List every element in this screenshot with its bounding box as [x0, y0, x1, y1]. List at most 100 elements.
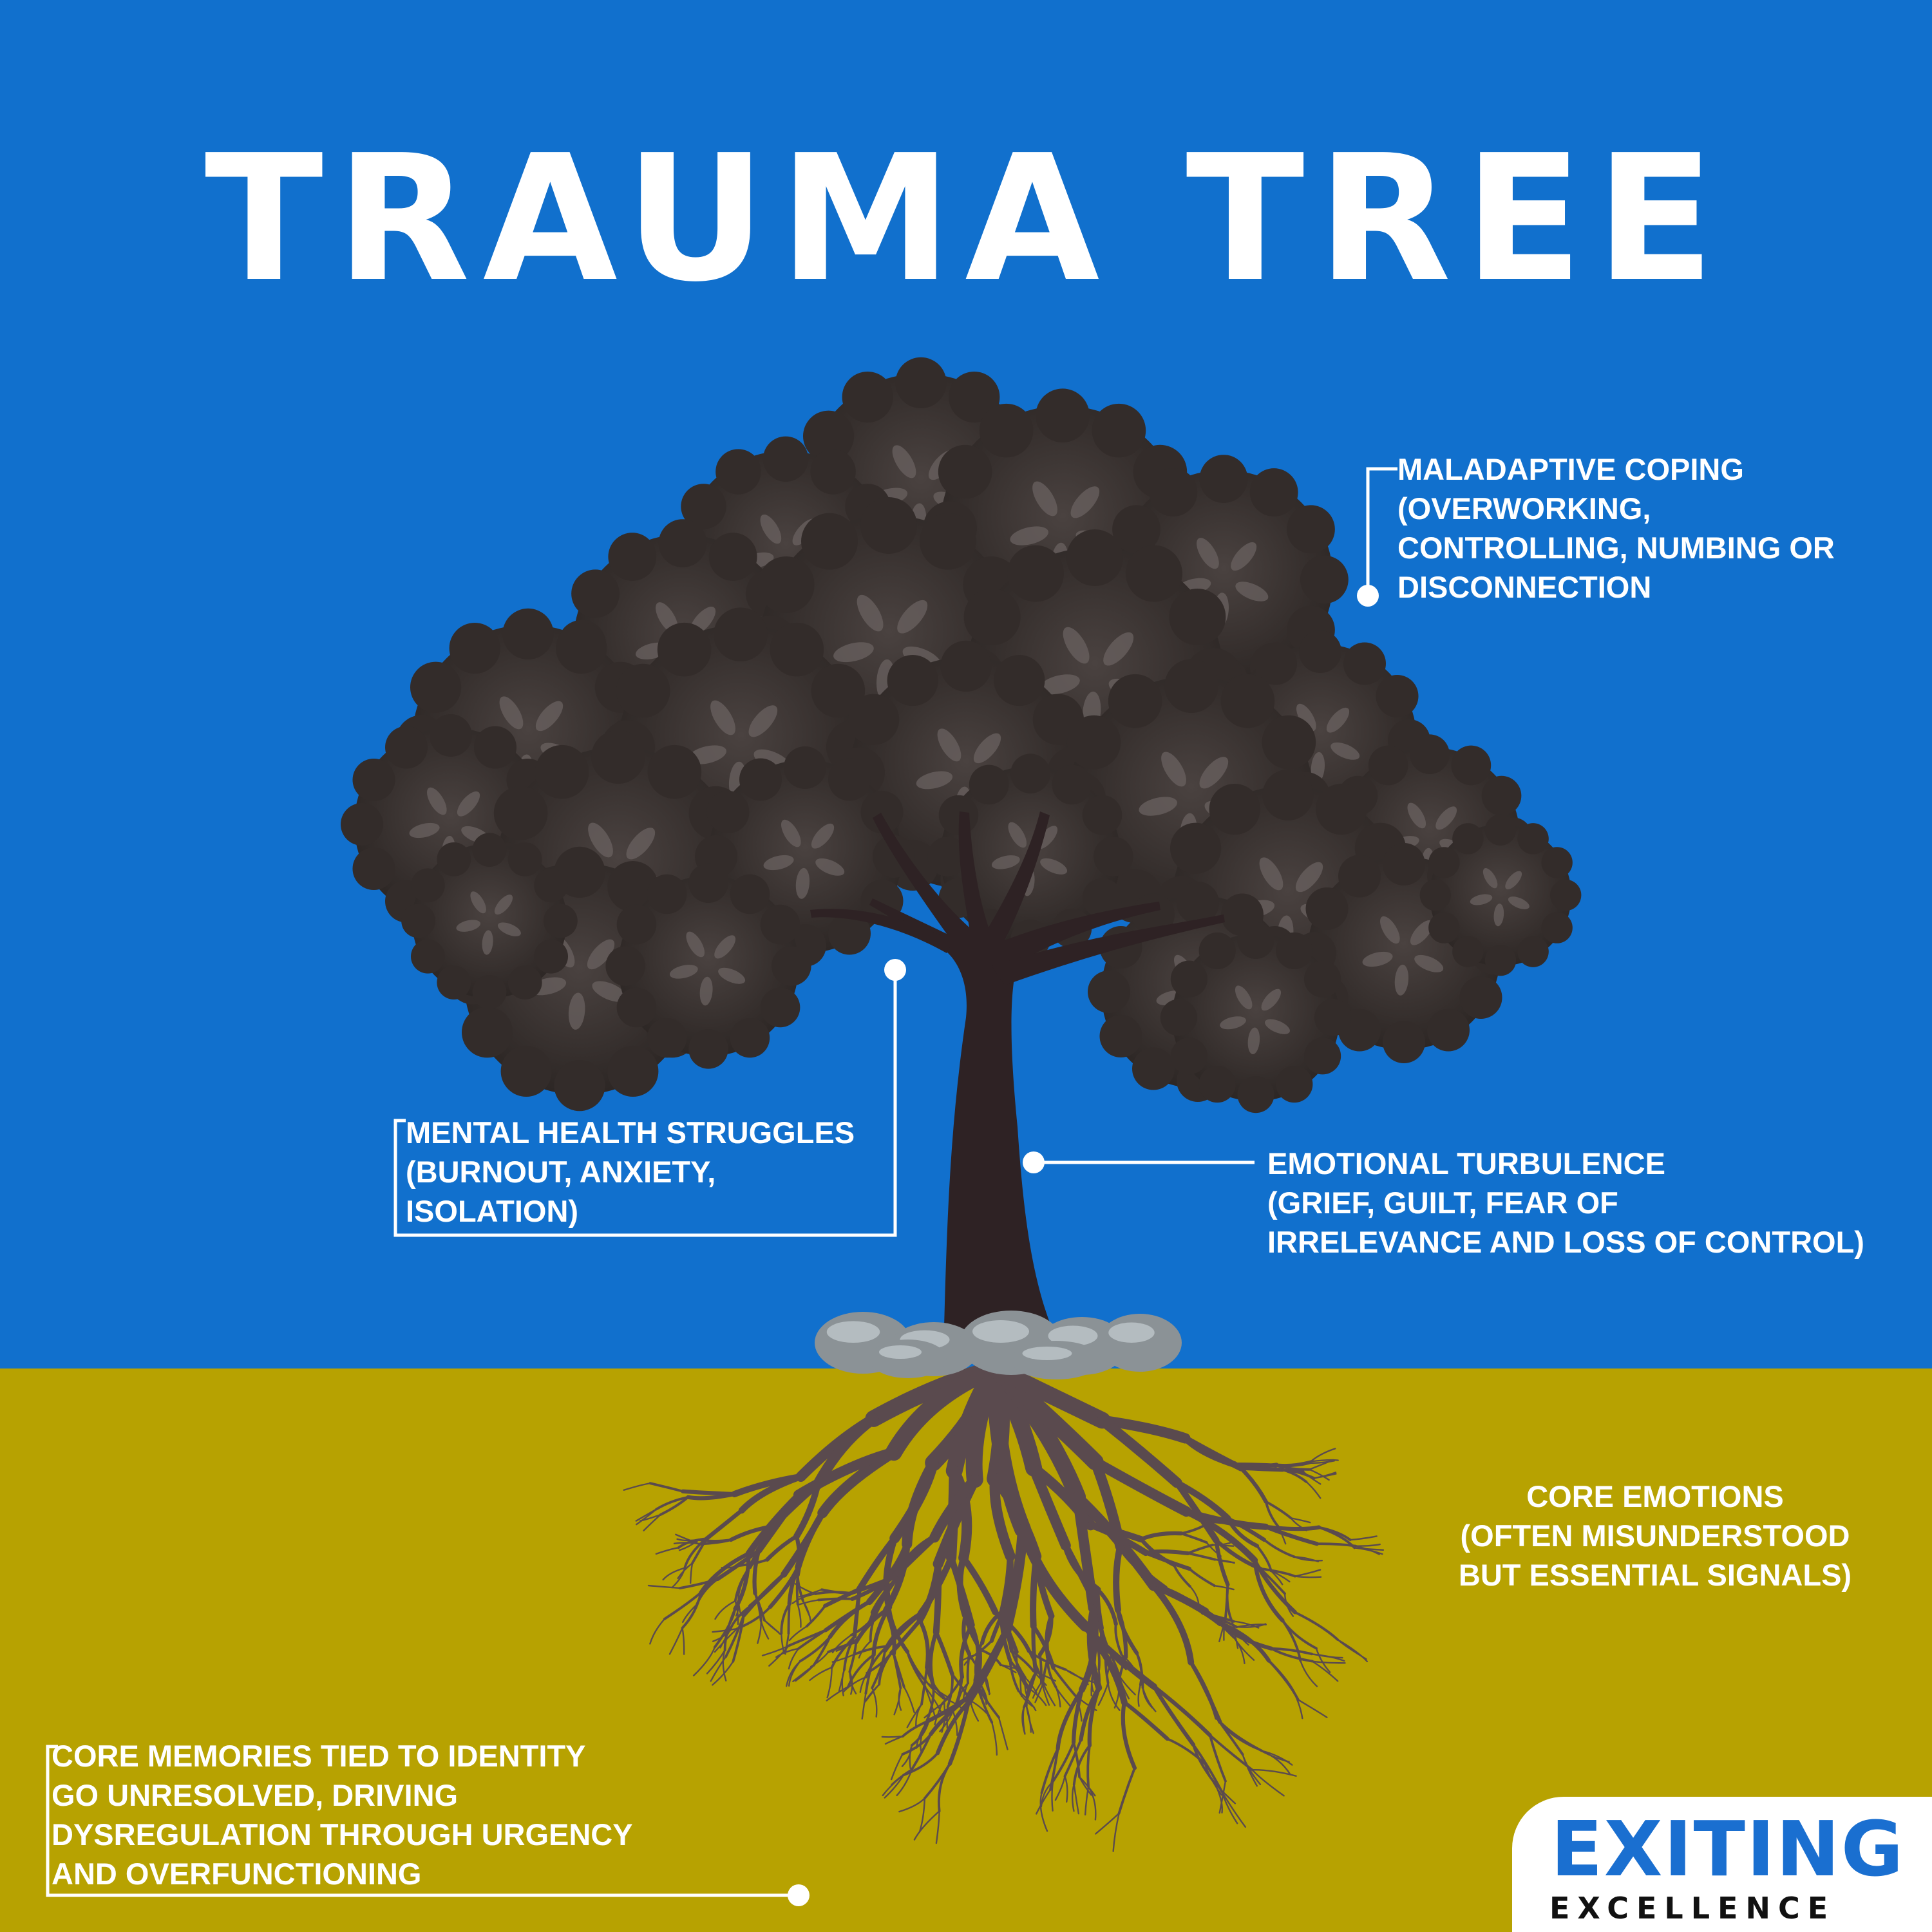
label-line: MALADAPTIVE COPING [1397, 452, 1744, 486]
root-branch [1034, 1683, 1044, 1703]
root-branch [1290, 1517, 1311, 1524]
root-branch [884, 1774, 905, 1799]
root-branch [1117, 1542, 1168, 1592]
root-branch [1079, 1685, 1101, 1742]
root-branch [1277, 1525, 1287, 1545]
root-branch [929, 1474, 980, 1543]
root-branch [1205, 1609, 1235, 1639]
root-branch [1040, 1747, 1059, 1795]
root-branch [1046, 1656, 1057, 1689]
root-branch [649, 1618, 666, 1645]
root-branch [1242, 1754, 1262, 1785]
root-branch [1311, 1660, 1339, 1682]
root-branch [1251, 1769, 1285, 1797]
root-branch [934, 1630, 954, 1677]
tree-trunk [810, 811, 1225, 1352]
root-branch [689, 1562, 694, 1584]
root-branch [974, 1642, 983, 1675]
root-branch [649, 1482, 685, 1493]
root-branch [826, 1685, 849, 1701]
leaf-cluster [1160, 922, 1352, 1113]
root-branch [838, 1669, 846, 1693]
root-branch [1097, 1415, 1182, 1488]
label-line: MENTAL HEALTH STRUGGLES [406, 1115, 855, 1150]
root-branch [965, 1627, 1010, 1705]
leaf-cluster [401, 833, 578, 1009]
root-branch [1315, 1542, 1358, 1548]
root-branch [1078, 1604, 1099, 1693]
label-core-memories: CORE MEMORIES TIED TO IDENTITY GO UNRESO… [52, 1736, 633, 1893]
root-branch [898, 1797, 926, 1813]
root-branch [1315, 1647, 1331, 1673]
root-branch [714, 1600, 736, 1620]
root-branch [906, 1651, 928, 1683]
callout-dots [788, 585, 1379, 1906]
root-branch [830, 1635, 856, 1669]
root-branch [1021, 1707, 1026, 1735]
root-branch [647, 1584, 681, 1589]
root-branch [1251, 1769, 1297, 1777]
root-branch [1238, 1466, 1285, 1472]
root-branch [1055, 1686, 1072, 1707]
root-branch [864, 1653, 875, 1695]
root-branch [850, 1575, 896, 1601]
root-branch [1183, 1508, 1258, 1564]
root-branch [901, 1733, 933, 1756]
root-branch [1214, 1538, 1263, 1571]
label-maladaptive-coping: MALADAPTIVE COPING (OVERWORKING, CONTROL… [1397, 450, 1835, 607]
root-branch [1173, 1479, 1220, 1544]
root-branch [655, 1547, 679, 1555]
root-branch [765, 1534, 799, 1562]
root-branch [871, 1649, 887, 1689]
root-branch [831, 1634, 852, 1654]
root-branch [812, 1635, 831, 1667]
label-line: (OFTEN MISUNDERSTOOD [1460, 1519, 1850, 1553]
root-branch [827, 1641, 858, 1654]
root-branch [1310, 1448, 1336, 1463]
root-branch [885, 1611, 923, 1649]
root-branch [1313, 1473, 1337, 1479]
root-branch [663, 1591, 703, 1620]
root-branch [1208, 1734, 1227, 1783]
root-branch [799, 1589, 823, 1598]
tree-roots [623, 1360, 1385, 1852]
root-branch [1023, 1671, 1037, 1709]
leaf-cluster [1419, 814, 1582, 976]
root-branch [887, 1605, 910, 1654]
root-branch [1018, 1690, 1036, 1709]
root-branch [961, 1613, 971, 1656]
root-branch [623, 1482, 651, 1491]
root-branch [903, 1686, 915, 1714]
root-branch [757, 1620, 762, 1644]
root-branch [1226, 1583, 1233, 1622]
root-branch [809, 1666, 833, 1681]
root-branch [704, 1508, 744, 1541]
root-branch [855, 1611, 874, 1640]
root-branch [906, 1703, 923, 1728]
root-branch [659, 1495, 690, 1516]
root-branch [1104, 1644, 1110, 1685]
root-branch [1270, 1647, 1313, 1656]
root-branch [1299, 1660, 1318, 1687]
root-branch [1072, 1741, 1081, 1778]
root-branch [1039, 1792, 1048, 1832]
root-branch [1095, 1812, 1120, 1835]
root-branch [1117, 1766, 1136, 1815]
root-branch [1186, 1551, 1217, 1561]
root-branch [849, 1613, 876, 1636]
root-branch [1072, 1744, 1091, 1786]
root-branch [753, 1592, 762, 1622]
root-branch [793, 1447, 899, 1501]
root-branch [1259, 1567, 1286, 1595]
root-branch [1264, 1500, 1280, 1528]
root-branch [1107, 1682, 1121, 1711]
root-branch [697, 1539, 732, 1542]
root-branch [1121, 1700, 1137, 1770]
root-branch [1052, 1741, 1075, 1783]
root-branch [692, 1646, 716, 1677]
tree-canopy [341, 357, 1582, 1113]
root-branch [791, 1593, 817, 1604]
root-branch [1311, 1653, 1343, 1659]
root-branch [1150, 1582, 1195, 1666]
